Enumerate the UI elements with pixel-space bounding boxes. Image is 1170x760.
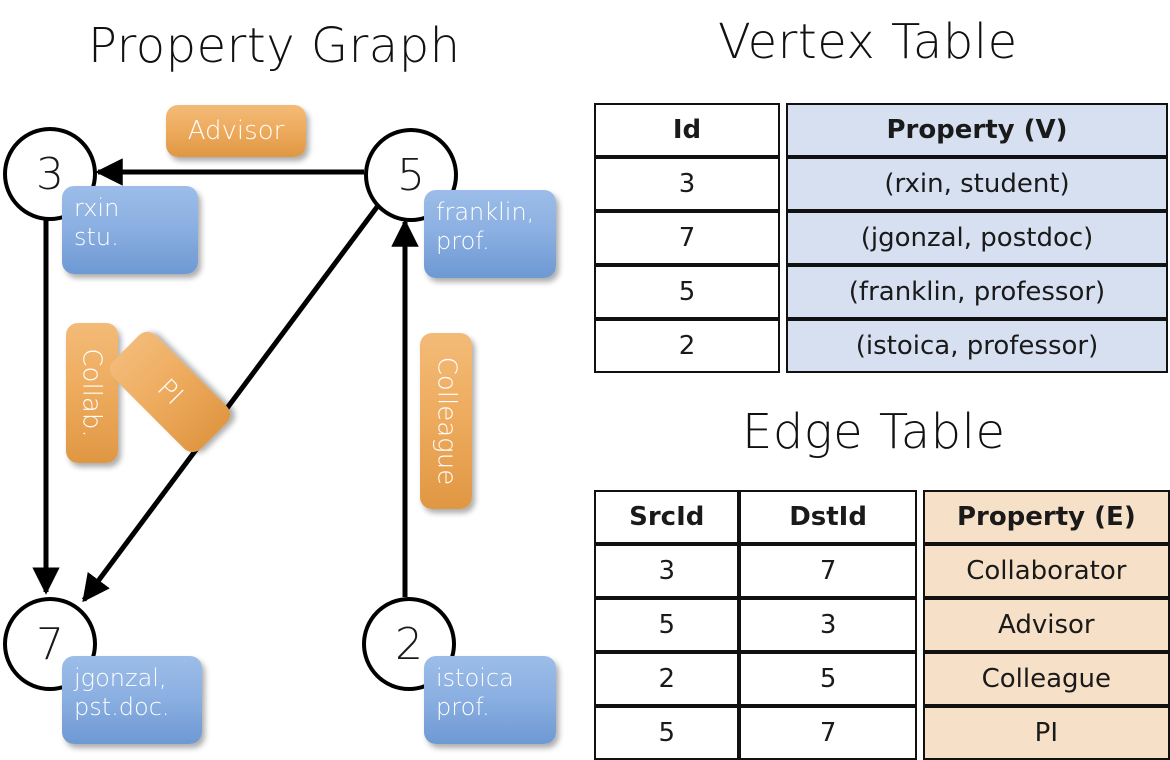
- edge-row-0-src: 3: [594, 544, 740, 598]
- edge-row-3-dst: 7: [739, 706, 917, 760]
- edge-table-header-srcid: SrcId: [594, 490, 740, 544]
- table-row[interactable]: 7 (jgonzal, postdoc): [594, 211, 1168, 265]
- vertex-property-7-line1: jgonzal,: [74, 664, 167, 692]
- edge-table-column-gap: [916, 490, 923, 544]
- table-row[interactable]: 3 (rxin, student): [594, 157, 1168, 211]
- vertex-property-5-line2: prof.: [436, 227, 490, 256]
- edge-label-colleague-text: Colleague: [431, 356, 462, 486]
- table-row[interactable]: 2 (istoica, professor): [594, 319, 1168, 373]
- table-row[interactable]: 5 (franklin, professor): [594, 265, 1168, 319]
- cell-gap: [916, 544, 923, 598]
- edge-row-3-property: PI: [922, 706, 1170, 760]
- vertex-table-header-id: Id: [594, 103, 780, 157]
- table-row[interactable]: 3 7 Collaborator: [594, 544, 1170, 598]
- vertex-property-box-7[interactable]: jgonzal, pst.doc.: [62, 656, 202, 744]
- edge-row-3-src: 5: [594, 706, 740, 760]
- page-title-property-graph: Property Graph: [88, 18, 461, 74]
- edge-row-2-dst: 5: [739, 652, 917, 706]
- vertex-row-3-id: 2: [594, 319, 780, 373]
- cell-gap: [916, 652, 923, 706]
- vertex-table-column-gap: [780, 103, 786, 157]
- edge-label-colleague[interactable]: Colleague: [420, 333, 472, 509]
- table-row[interactable]: 2 5 Colleague: [594, 652, 1170, 706]
- edge-row-1-property: Advisor: [922, 598, 1170, 652]
- vertex-row-3-property: (istoica, professor): [786, 319, 1168, 373]
- edge-row-1-dst: 3: [739, 598, 917, 652]
- edge-label-collab-text: Collab.: [77, 348, 107, 438]
- graph-node-5-label: 5: [397, 149, 425, 201]
- vertex-table-header-property: Property (V): [786, 103, 1168, 157]
- vertex-row-0-id: 3: [594, 157, 780, 211]
- cell-gap: [780, 265, 786, 319]
- vertex-row-2-property: (franklin, professor): [786, 265, 1168, 319]
- edge-label-advisor[interactable]: Advisor: [166, 105, 306, 157]
- vertex-row-1-id: 7: [594, 211, 780, 265]
- edge-label-pi-text: PI: [151, 373, 189, 411]
- edge-table: SrcId DstId Property (E) 3 7 Collaborato…: [594, 490, 1170, 760]
- vertex-row-2-id: 5: [594, 265, 780, 319]
- vertex-row-1-property: (jgonzal, postdoc): [786, 211, 1168, 265]
- cell-gap: [916, 706, 923, 760]
- vertex-property-2-line2: prof.: [436, 693, 490, 722]
- vertex-row-0-property: (rxin, student): [786, 157, 1168, 211]
- edge-label-advisor-text: Advisor: [187, 116, 285, 146]
- edge-table-header-property: Property (E): [922, 490, 1170, 544]
- edge-row-2-property: Colleague: [922, 652, 1170, 706]
- edge-label-collab[interactable]: Collab.: [66, 323, 118, 463]
- cell-gap: [780, 319, 786, 373]
- edge-row-0-dst: 7: [739, 544, 917, 598]
- vertex-table: Id Property (V) 3 (rxin, student) 7 (jgo…: [594, 103, 1168, 373]
- table-row[interactable]: 5 3 Advisor: [594, 598, 1170, 652]
- vertex-property-box-2[interactable]: istoica prof.: [424, 656, 556, 744]
- graph-node-7-label: 7: [36, 618, 64, 670]
- edge-table-header-dstid: DstId: [739, 490, 917, 544]
- page-title-edge-table: Edge Table: [742, 404, 1006, 460]
- vertex-property-7-line2: pst.doc.: [74, 693, 170, 722]
- cell-gap: [916, 598, 923, 652]
- graph-node-3-label: 3: [36, 148, 64, 200]
- vertex-property-3-line2: stu.: [74, 223, 119, 252]
- vertex-property-5-line1: franklin,: [436, 198, 535, 226]
- graph-node-2-label: 2: [395, 618, 423, 670]
- cell-gap: [780, 211, 786, 265]
- page-title-vertex-table: Vertex Table: [718, 14, 1018, 70]
- graph-node-2[interactable]: 2: [362, 597, 456, 691]
- edge-5-to-7: [81, 201, 383, 603]
- edge-row-0-property: Collaborator: [922, 544, 1170, 598]
- vertex-table-header-row: Id Property (V): [594, 103, 1168, 157]
- edge-row-1-src: 5: [594, 598, 740, 652]
- vertex-property-3-line1: rxin: [74, 194, 120, 222]
- table-row[interactable]: 5 7 PI: [594, 706, 1170, 760]
- edge-row-2-src: 2: [594, 652, 740, 706]
- vertex-property-2-line1: istoica: [436, 664, 514, 692]
- edge-table-header-row: SrcId DstId Property (E): [594, 490, 1170, 544]
- vertex-property-box-3[interactable]: rxin stu.: [62, 186, 198, 274]
- graph-edges-svg: [32, 158, 419, 603]
- vertex-property-box-5[interactable]: franklin, prof.: [424, 190, 556, 278]
- cell-gap: [780, 157, 786, 211]
